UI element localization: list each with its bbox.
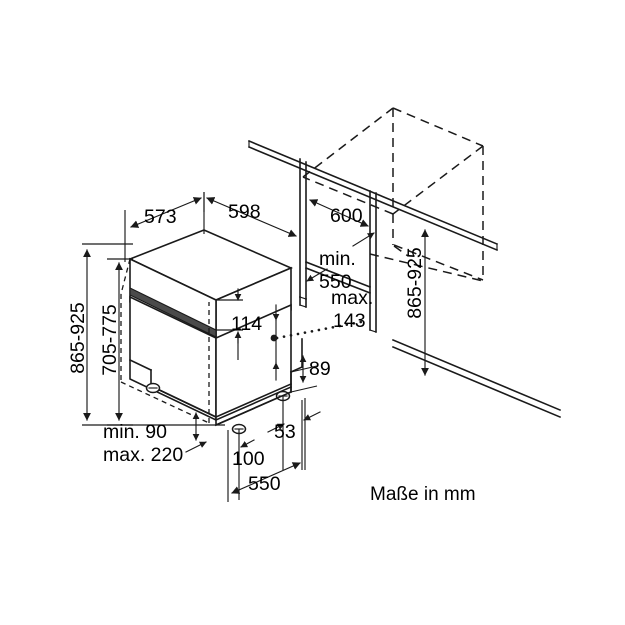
label-min-word: min.: [319, 248, 356, 270]
dim-89: [290, 355, 318, 393]
label-705-775: 705-775: [99, 304, 121, 376]
label-114: 114: [231, 313, 262, 335]
label-550-niche: 550: [319, 271, 352, 293]
label-143: 143: [333, 310, 366, 332]
label-100: 100: [232, 448, 265, 470]
dim-max-143-dotted: [270, 319, 368, 342]
dim-550-floor: [227, 400, 303, 502]
label-865-925-right: 865-925: [404, 247, 426, 319]
label-573: 573: [144, 206, 177, 228]
dim-min90-max220: [185, 412, 207, 453]
floor-slab-right: [391, 338, 562, 419]
appliance-body: [120, 229, 294, 435]
dim-53: [267, 396, 321, 470]
dim-705-775: [107, 258, 133, 426]
label-600: 600: [330, 205, 363, 227]
label-min-90: min. 90: [103, 421, 167, 443]
label-units-note: Maße in mm: [370, 484, 476, 505]
label-max-word: max.: [331, 287, 373, 309]
label-865-925-left: 865-925: [67, 302, 89, 374]
dim-600: [309, 199, 369, 227]
dim-min-550: [306, 232, 375, 282]
label-max-220: max. 220: [103, 444, 183, 466]
worktop-upper-slab: [247, 139, 499, 252]
niche-left-side-panel: [299, 158, 307, 308]
niche-hidden-outline: [302, 107, 484, 282]
dim-598: [203, 192, 297, 237]
label-550-floor: 550: [248, 473, 281, 495]
label-598: 598: [228, 201, 261, 223]
dim-114: [216, 288, 243, 360]
label-89: 89: [309, 358, 331, 380]
dim-865-925-left: [82, 243, 225, 426]
label-53: 53: [274, 421, 296, 443]
niche-right-side-panel: [304, 190, 377, 333]
